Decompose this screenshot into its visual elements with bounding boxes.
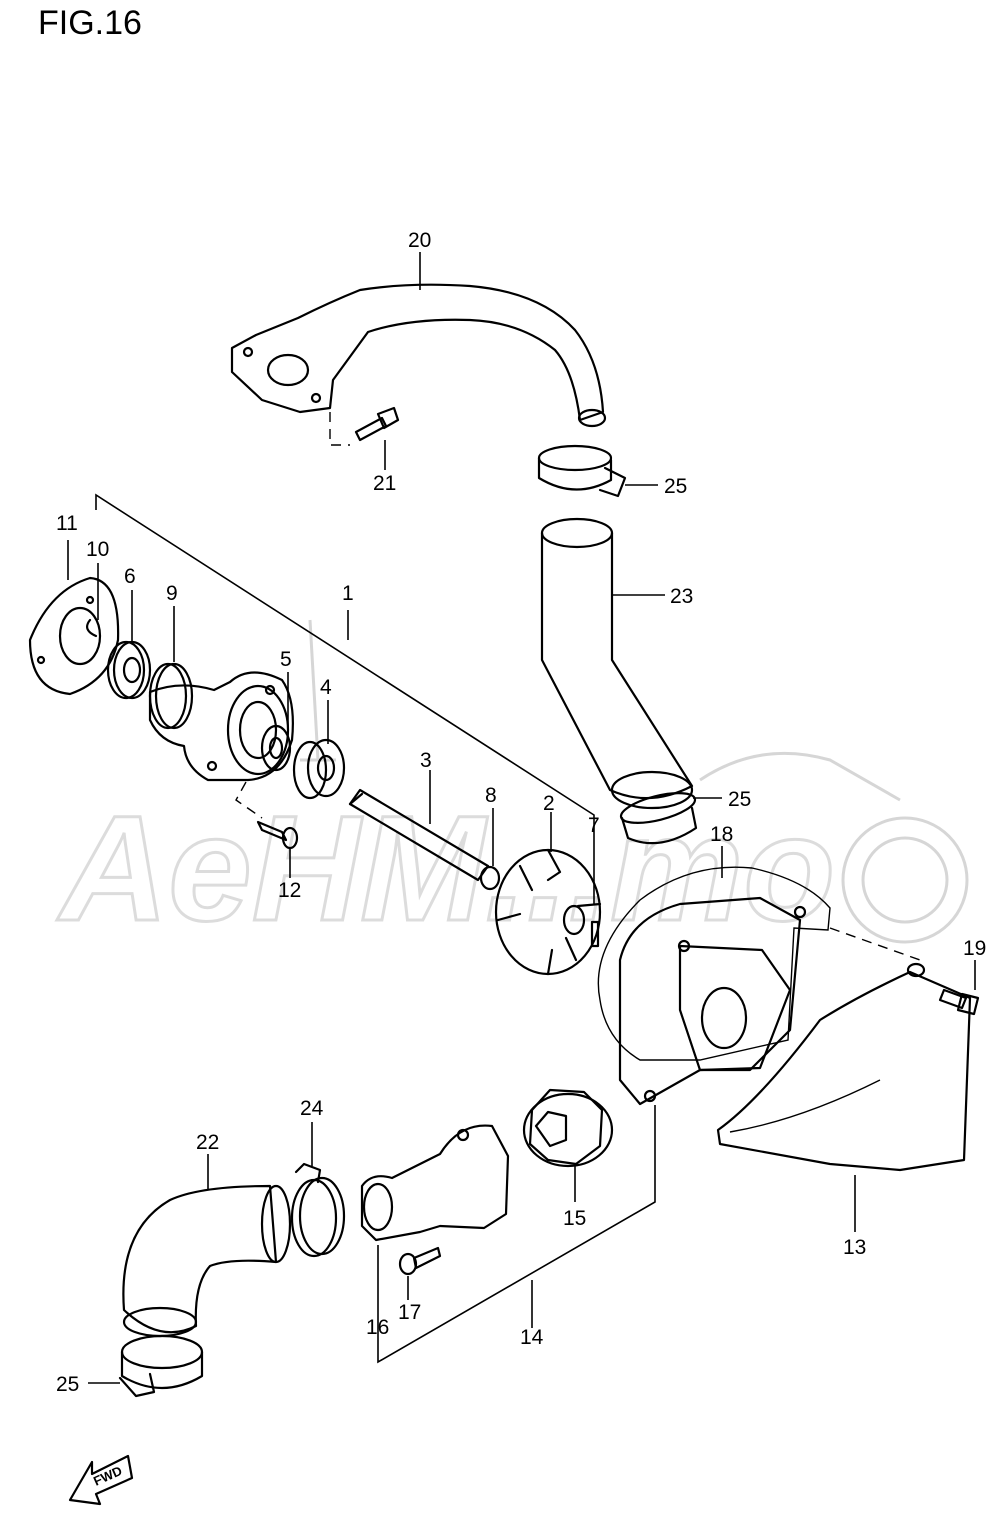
callout-10: 10 [86,538,109,561]
callout-12: 12 [278,879,301,902]
callout-21: 21 [373,472,396,495]
part-20-pipe [230,283,607,428]
part-24-clamp [290,1162,346,1258]
part-4-seal [292,738,346,800]
part-22-hose [122,1184,292,1338]
callout-8: 8 [485,784,497,807]
part-6-bearing [106,640,152,700]
part-2-impeller [494,848,602,976]
watermark-wheel [841,816,969,944]
part-7-pin [590,920,600,948]
part-11-plate [28,576,120,696]
callout-16: 16 [366,1316,389,1339]
part-21-bolt [354,406,400,442]
callout-23: 23 [670,585,693,608]
callout-18: 18 [710,823,733,846]
fwd-label: FWD [91,1463,124,1489]
callout-20: 20 [408,229,431,252]
pump-body [148,671,294,782]
watermark: AeHM...mo [55,619,969,954]
part-18-gasket [597,866,831,1061]
callout-24: 24 [300,1097,324,1120]
part-3-shaft [348,788,490,882]
part-16-housing [360,1124,510,1242]
callout-25-bottom: 25 [56,1373,79,1396]
part-10-circlip [86,618,98,638]
part-23-hose [540,517,694,810]
watermark-wheel-inner [861,836,949,924]
callout-13: 13 [843,1236,866,1259]
callout-19: 19 [963,937,986,960]
part-25-clamp-bottom [118,1334,204,1398]
callout-4: 4 [320,676,332,699]
callout-22: 22 [196,1131,219,1154]
callout-2: 2 [543,792,555,815]
part-25-clamp-mid [619,792,698,845]
fwd-arrow-icon: FWD [68,1454,134,1506]
watermark-text: AeHM...mo [56,784,835,952]
figure-title: FIG.16 [38,4,142,42]
part-25-clamp-top [537,444,627,498]
callout-25-mid: 25 [728,788,751,811]
part-17-screw [398,1246,442,1276]
part-9-seal [148,662,194,730]
callout-15: 15 [563,1207,586,1230]
callout-17: 17 [398,1301,421,1324]
callout-6: 6 [124,565,136,588]
callout-5: 5 [280,648,292,671]
callout-9: 9 [166,582,178,605]
watermark-spire [300,619,336,762]
callout-7: 7 [588,814,600,837]
callout-11: 11 [56,512,78,535]
part-5-bearing [260,724,292,772]
part-19-bolt [938,988,980,1016]
part-13-cover [716,962,972,1172]
callout-25-top: 25 [664,475,687,498]
pump-cover [618,896,807,1106]
callout-3: 3 [420,749,432,772]
part-8-ring [479,865,501,891]
part-15-thermostat [522,1088,614,1168]
watermark-bike-frame [699,751,901,802]
callout-14: 14 [520,1326,544,1349]
callout-1: 1 [342,582,354,605]
